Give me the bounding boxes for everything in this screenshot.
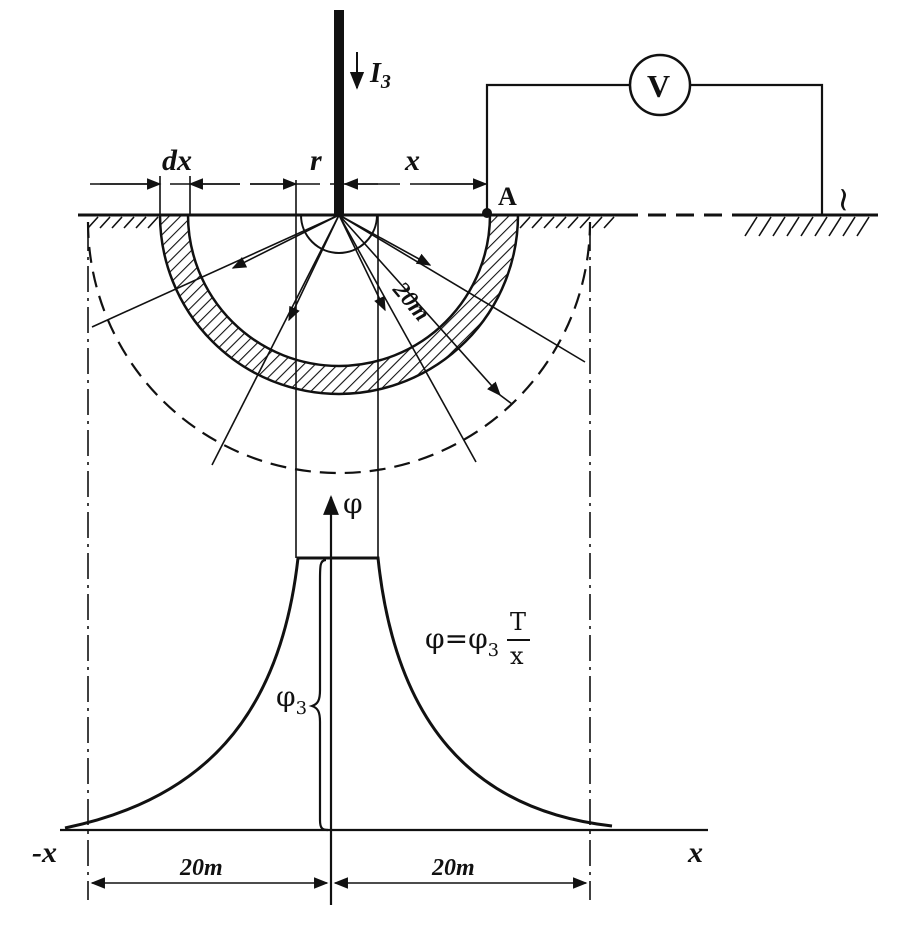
point-a-dot: [482, 208, 492, 218]
dashed-outer-hemisphere: [86, 221, 592, 475]
voltmeter-wire: [485, 83, 630, 215]
dist-left-label: 20m: [179, 855, 223, 881]
neg-x-label: -x: [32, 836, 57, 869]
current-label: I3: [369, 58, 391, 93]
formula-denominator: x: [510, 642, 524, 670]
x-top-label: x: [404, 144, 420, 177]
point-a-label: A: [498, 182, 517, 211]
radius-label: 20m: [387, 276, 435, 326]
phi3-label: φ3: [276, 680, 307, 719]
electrode-rod: [334, 10, 344, 215]
pos-x-label: x: [687, 836, 703, 869]
electrode-hemisphere: [300, 214, 378, 254]
radial-current-lines: [91, 214, 586, 466]
formula-numerator: T: [510, 608, 526, 636]
formula-label: φ=φ3: [425, 622, 499, 661]
voltmeter: [628, 53, 692, 117]
ac-symbol: ~: [823, 186, 863, 215]
hatched-shell: [158, 213, 520, 396]
r-label: r: [310, 144, 322, 177]
voltmeter-wire-right: [690, 83, 824, 215]
phi-axis-label: φ: [343, 487, 363, 520]
dx-label: dx: [162, 144, 192, 177]
ground-hatching: [87, 216, 870, 237]
voltmeter-label: V: [647, 68, 670, 104]
potential-curve: [64, 556, 613, 830]
phi3-brace: [308, 558, 329, 832]
dist-right-label: 20m: [431, 855, 475, 881]
